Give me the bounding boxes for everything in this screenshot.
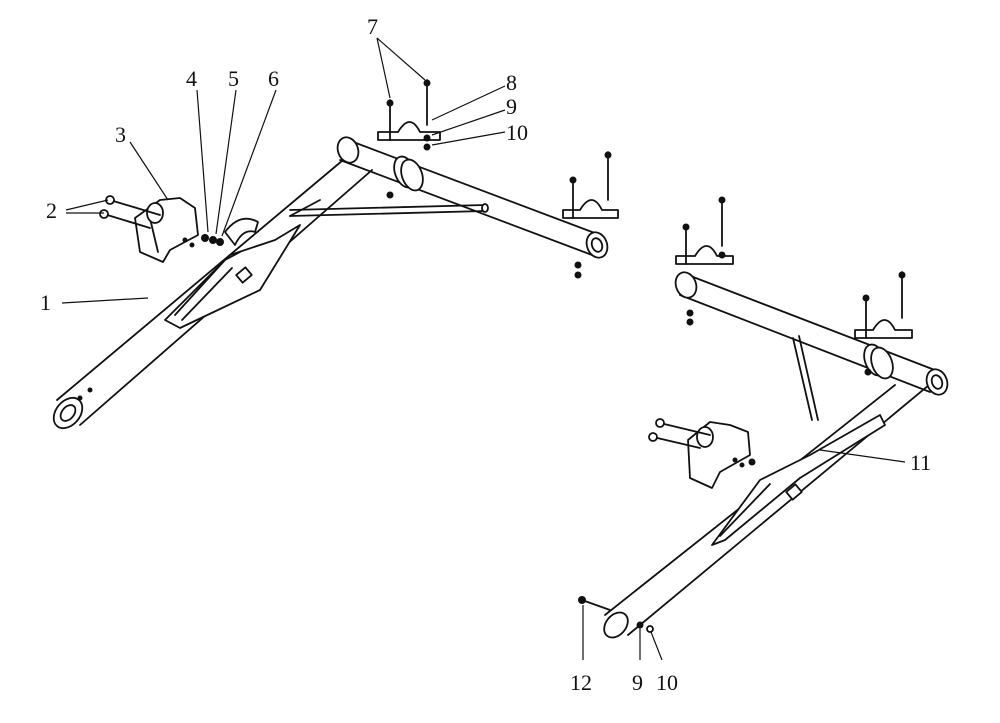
left-brace (289, 199, 489, 217)
left-side-plate (164, 224, 301, 329)
callout-2: 2 (46, 198, 57, 223)
left-frame-assembly (52, 79, 619, 430)
callout-11: 11 (910, 450, 931, 475)
right-bolts (648, 418, 711, 449)
callout-10-top: 10 (506, 120, 528, 145)
right-frame-assembly (578, 196, 949, 639)
callout-3: 3 (115, 122, 126, 147)
callout-9-bottom: 9 (632, 670, 643, 695)
callout-10-bottom: 10 (656, 670, 678, 695)
left-u-clamp-2 (562, 151, 619, 279)
left-main-tube (52, 149, 373, 430)
callout-6: 6 (268, 66, 279, 91)
left-hardware-4-5-6 (201, 217, 259, 246)
callout-5: 5 (228, 66, 239, 91)
callout-4: 4 (186, 66, 197, 91)
right-side-plate (711, 414, 886, 546)
left-cross-tube (336, 136, 609, 259)
right-main-tube (603, 379, 936, 639)
callout-12: 12 (570, 670, 592, 695)
left-u-clamp-1 (377, 79, 441, 199)
left-end-bracket (134, 197, 199, 263)
callout-1: 1 (40, 290, 51, 315)
right-u-clamp-2 (854, 271, 913, 376)
right-cross-tube (674, 271, 949, 396)
callout-labels: 1 2 3 4 5 6 7 8 9 10 11 12 9 10 (40, 14, 931, 695)
right-u-clamp-1 (675, 196, 734, 326)
left-bolts-2 (99, 195, 161, 229)
callout-7: 7 (367, 14, 378, 39)
right-brace (792, 335, 819, 421)
callout-8: 8 (506, 70, 517, 95)
leader-lines (61, 37, 906, 661)
callout-9-top: 9 (506, 94, 517, 119)
right-bottom-hardware (578, 596, 654, 633)
